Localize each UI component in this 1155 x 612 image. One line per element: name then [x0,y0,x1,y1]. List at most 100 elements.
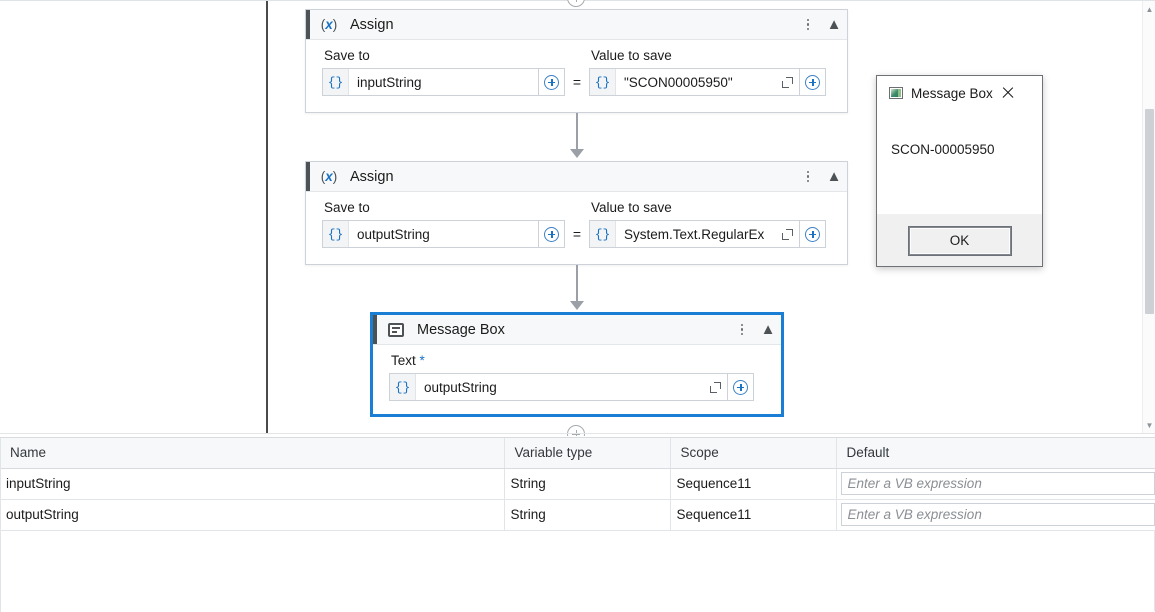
connector-arrow-icon [570,301,584,310]
chevron-up-icon[interactable]: ▲ [1143,1,1155,17]
kebab-menu-icon[interactable] [795,11,821,39]
assign-variable-icon: (x) [318,167,340,187]
connector-add-node-top[interactable] [567,0,585,7]
expression-input-text[interactable]: {} outputString [389,373,728,401]
assign-operator: = [565,68,589,96]
designer-pane-splitter[interactable] [266,1,268,433]
activity-body: Save to {} inputString [306,40,847,110]
assign-variable-icon: (x) [318,15,340,35]
expression-input-value-to-save[interactable]: {} System.Text.RegularEx [589,220,800,248]
dialog-footer: OK [877,214,1042,266]
table-row[interactable]: inputString String Sequence11 Enter a VB… [0,468,1155,499]
activity-body: Save to {} outputString [306,192,847,262]
assign-fields-row: Save to {} outputString [322,200,831,248]
column-header-name[interactable]: Name [0,438,504,468]
kebab-menu-icon[interactable] [729,316,755,344]
expand-expression-icon[interactable] [775,221,799,247]
dialog-body: SCON-00005950 [877,110,1042,214]
expression-value: "SCON00005950" [616,69,775,95]
expand-expression-icon[interactable] [775,69,799,95]
field-value-to-save: Value to save {} System.Text.RegularEx [589,200,831,248]
chevron-up-double-icon[interactable]: ▲ [755,316,781,344]
plus-circle-icon [805,75,820,90]
variable-name-cell[interactable]: inputString [0,468,504,499]
variable-default-cell[interactable]: Enter a VB expression [836,499,1155,530]
table-row[interactable]: outputString String Sequence11 Enter a V… [0,499,1155,530]
application-window-icon [889,87,903,99]
message-box-icon [385,320,407,340]
variable-scope-cell[interactable]: Sequence11 [670,468,836,499]
plus-circle-icon [805,227,820,242]
variables-empty-area [0,531,1155,611]
connector-add-node-bottom[interactable] [567,425,585,436]
assign-fields-row: Save to {} inputString [322,48,831,96]
column-header-variable-type[interactable]: Variable type [504,438,670,468]
variable-name-cell[interactable]: outputString [0,499,504,530]
field-label: Value to save [589,48,831,63]
add-argument-button[interactable] [728,373,754,401]
add-argument-button[interactable] [539,68,565,96]
default-value-input[interactable]: Enter a VB expression [841,472,1155,495]
activity-header[interactable]: (x) Assign ▲ [306,10,847,40]
activity-title: Message Box [417,322,729,338]
activity-title: Assign [350,17,795,33]
expression-value: System.Text.RegularEx [616,221,775,247]
expression-value: outputString [416,374,703,400]
connector-line [576,113,578,153]
activity-body: Text * {} outputString [373,345,781,415]
add-argument-button[interactable] [800,68,826,96]
plus-circle-icon [544,75,559,90]
designer-vertical-scrollbar[interactable]: ▲ ▼ [1142,1,1155,433]
variable-type-cell[interactable]: String [504,468,670,499]
add-argument-button[interactable] [539,220,565,248]
field-label: Text * [389,353,765,368]
dialog-title-bar[interactable]: Message Box [877,76,1042,110]
assign-operator: = [565,220,589,248]
field-label: Save to [322,48,565,63]
column-header-default[interactable]: Default [836,438,1155,468]
activity-card-assign-1[interactable]: (x) Assign ▲ Save to [305,9,848,113]
connector-arrow-icon [570,149,584,158]
variables-table: Name Variable type Scope Default inputSt… [0,438,1155,531]
kebab-menu-icon[interactable] [795,163,821,191]
scrollbar-thumb[interactable] [1145,109,1154,314]
chevron-up-double-icon[interactable]: ▲ [821,163,847,191]
activity-header[interactable]: Message Box ▲ [373,315,781,345]
dialog-message: SCON-00005950 [891,142,1042,157]
braces-icon: {} [323,69,349,95]
activity-header[interactable]: (x) Assign ▲ [306,162,847,192]
expression-input-value-to-save[interactable]: {} "SCON00005950" [589,68,800,96]
variable-default-cell[interactable]: Enter a VB expression [836,468,1155,499]
activity-card-message-box[interactable]: Message Box ▲ Text * [370,312,784,417]
plus-circle-icon [544,227,559,242]
column-header-scope[interactable]: Scope [670,438,836,468]
variable-type-cell[interactable]: String [504,499,670,530]
braces-icon: {} [323,221,349,247]
expand-expression-icon[interactable] [703,374,727,400]
activity-accent-bar [373,315,377,344]
chevron-up-double-icon[interactable]: ▲ [821,11,847,39]
variables-panel-left-edge [0,438,1,612]
chevron-down-icon[interactable]: ▼ [1143,417,1155,433]
required-marker: * [420,353,425,368]
expression-input-save-to[interactable]: {} inputString [322,68,539,96]
expression-input-save-to[interactable]: {} outputString [322,220,539,248]
field-save-to: Save to {} inputString [322,48,565,96]
default-value-input[interactable]: Enter a VB expression [841,503,1155,526]
table-header-row: Name Variable type Scope Default [0,438,1155,468]
close-icon[interactable] [1000,85,1016,101]
braces-icon: {} [590,221,616,247]
activity-accent-bar [306,162,310,191]
variable-scope-cell[interactable]: Sequence11 [670,499,836,530]
activity-card-assign-2[interactable]: (x) Assign ▲ Save to [305,161,848,265]
ok-button[interactable]: OK [909,227,1011,255]
add-argument-button[interactable] [800,220,826,248]
plus-circle-icon [733,380,748,395]
braces-icon: {} [390,374,416,400]
field-label-text: Text [391,353,416,368]
field-label: Value to save [589,200,831,215]
connector-line [576,265,578,305]
variables-panel: Name Variable type Scope Default inputSt… [0,437,1155,612]
message-box-dialog[interactable]: Message Box SCON-00005950 OK [876,75,1043,267]
